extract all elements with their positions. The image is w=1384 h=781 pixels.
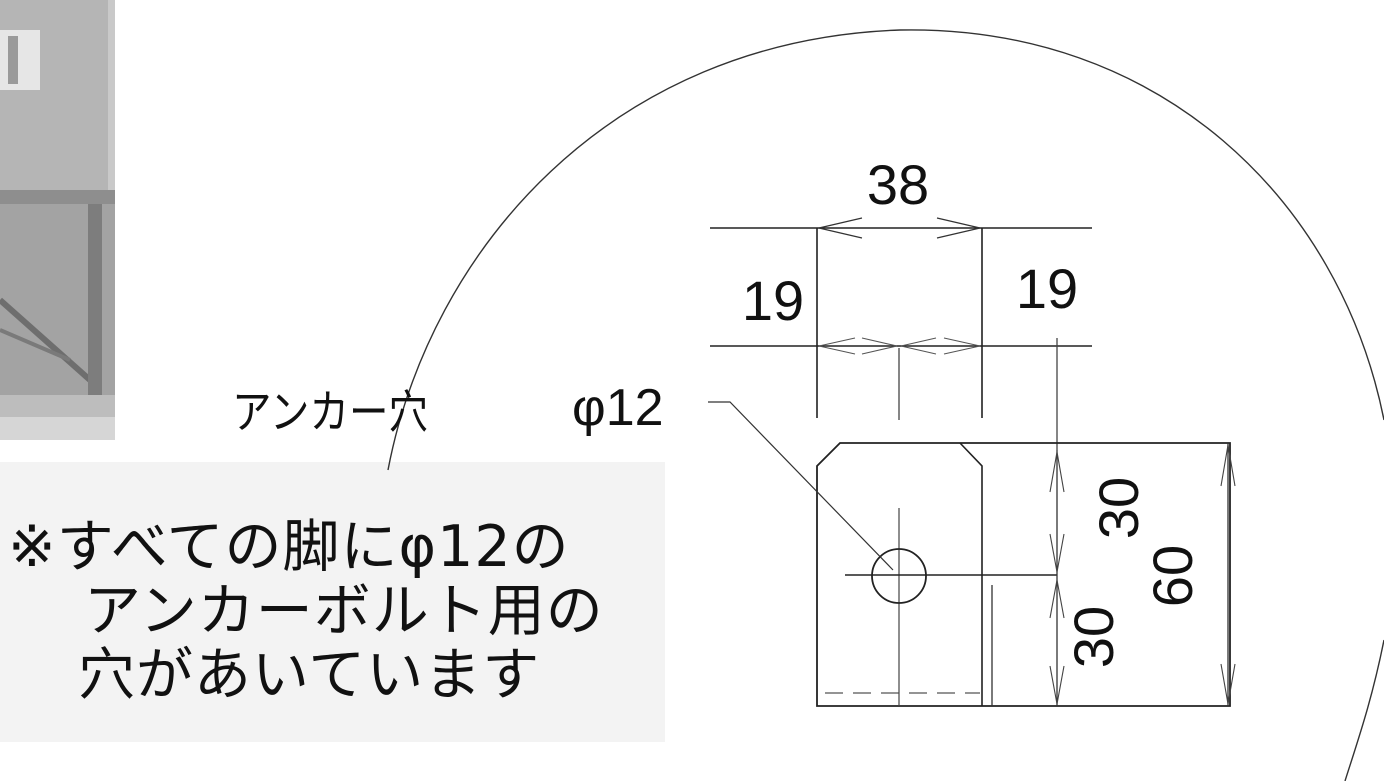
note-line-1: ※すべての脚にφ12の (8, 514, 570, 580)
leader-line (708, 401, 894, 571)
note-line-3: 穴があいています (78, 642, 541, 708)
dimension-30-lower: 30 (1062, 606, 1125, 668)
anchor-bolt-note: ※すべての脚にφ12の アンカーボルト用の 穴があいています (8, 515, 668, 707)
hole-diameter-label: φ12 (572, 379, 664, 437)
note-background (0, 462, 665, 742)
dimension-19-right: 19 (1016, 257, 1078, 320)
note-line-2: アンカーボルト用の (84, 578, 604, 644)
anchor-hole-circle (871, 548, 927, 604)
anchor-hole-label: アンカー穴 (232, 386, 428, 438)
base-plate-outline (816, 442, 1231, 707)
dimension-30-upper: 30 (1087, 477, 1150, 539)
dimension-19-left: 19 (742, 269, 804, 332)
detail-circle-arc (387, 29, 1384, 781)
dimension-38: 38 (867, 153, 929, 216)
dimension-60: 60 (1141, 545, 1204, 607)
product-photo (0, 0, 115, 440)
